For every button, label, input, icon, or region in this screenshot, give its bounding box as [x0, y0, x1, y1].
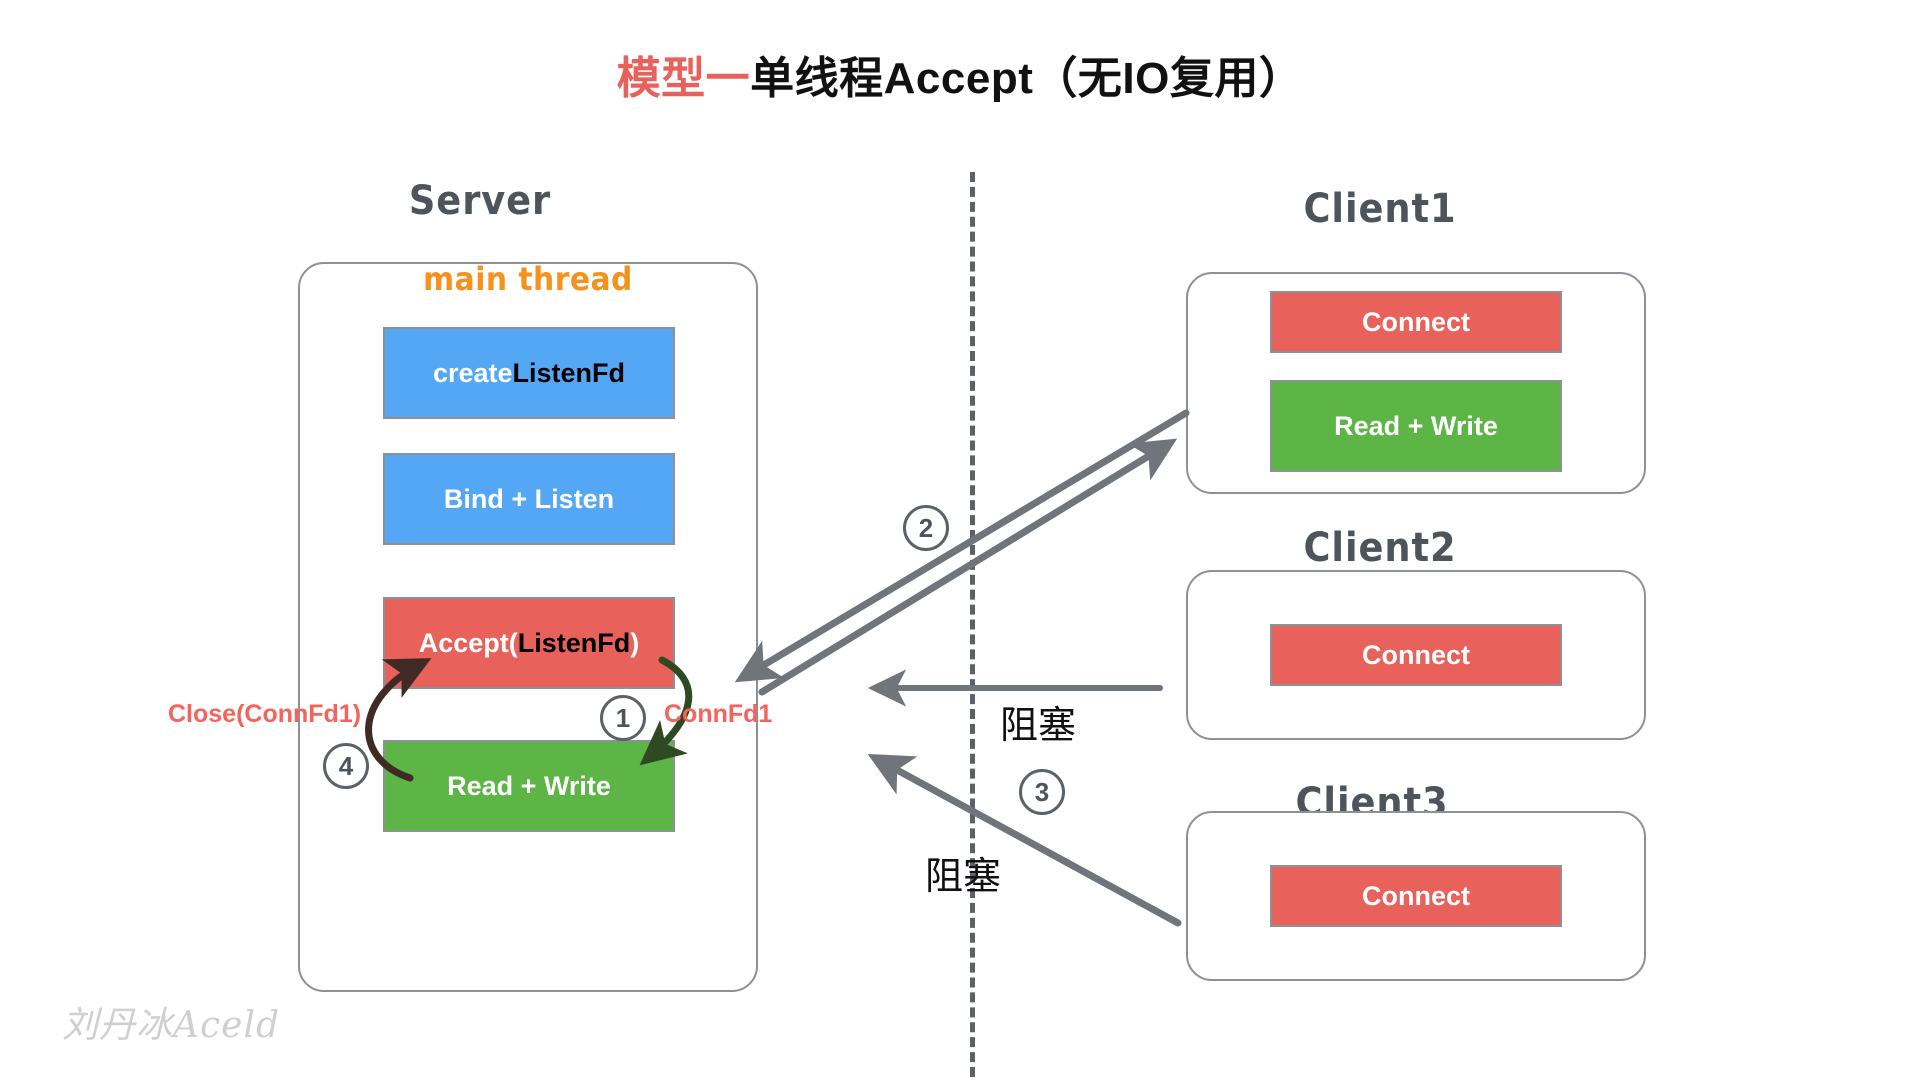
client1-heading: Client1: [1303, 186, 1457, 232]
connfd1-label: ConnFd1: [664, 700, 773, 728]
server-step-accept-emphasis: ListenFd: [517, 627, 631, 658]
page-title: 模型一单线程Accept（无IO复用）: [0, 42, 1920, 106]
server-step-bind-listen-label: Bind + Listen: [443, 483, 615, 514]
server-step-accept[interactable]: Accept(ListenFd): [383, 597, 675, 689]
client1-read-write-label: Read + Write: [1334, 410, 1498, 441]
title-highlight: 模型一: [616, 54, 751, 103]
arrow-client1-to-server: [734, 409, 1190, 683]
server-step-read-write[interactable]: Read + Write: [383, 740, 675, 832]
server-step-bind-listen[interactable]: Bind + Listen: [383, 453, 675, 545]
watermark: 刘丹冰Aceld: [62, 1005, 281, 1046]
step-circle-4: 4: [323, 743, 369, 789]
step-circle-2: 2: [903, 505, 949, 551]
server-heading: Server: [408, 178, 552, 224]
client3-connect-label: Connect: [1362, 880, 1470, 911]
blocked-label-upper: 阻塞: [1000, 705, 1077, 747]
title-rest: 单线程Accept（无IO复用）: [750, 54, 1304, 103]
main-thread-label: main thread: [423, 260, 633, 298]
close-connfd-label: Close(ConnFd1): [168, 700, 362, 728]
server-step-create-listenfd-prefix: create: [432, 357, 513, 388]
client1-connect-label: Connect: [1362, 306, 1470, 337]
blocked-label-lower: 阻塞: [925, 856, 1002, 898]
server-step-accept-prefix: Accept(: [418, 627, 518, 658]
server-step-create-listenfd-emphasis: ListenFd: [512, 357, 626, 388]
server-step-read-write-label: Read + Write: [447, 770, 611, 801]
server-step-create-listenfd[interactable]: create ListenFd: [383, 327, 675, 419]
client2-heading: Client2: [1303, 525, 1457, 571]
client3-connect-box[interactable]: Connect: [1270, 865, 1562, 927]
step-circle-3: 3: [1019, 769, 1065, 815]
arrow-server-to-client1: [758, 438, 1178, 696]
client2-connect-label: Connect: [1362, 639, 1470, 670]
client1-connect-box[interactable]: Connect: [1270, 291, 1562, 353]
server-step-accept-suffix: ): [630, 627, 640, 658]
server-client-divider: [970, 172, 975, 1077]
client1-read-write-box[interactable]: Read + Write: [1270, 380, 1562, 472]
step-circle-1: 1: [600, 695, 646, 741]
client2-connect-box[interactable]: Connect: [1270, 624, 1562, 686]
